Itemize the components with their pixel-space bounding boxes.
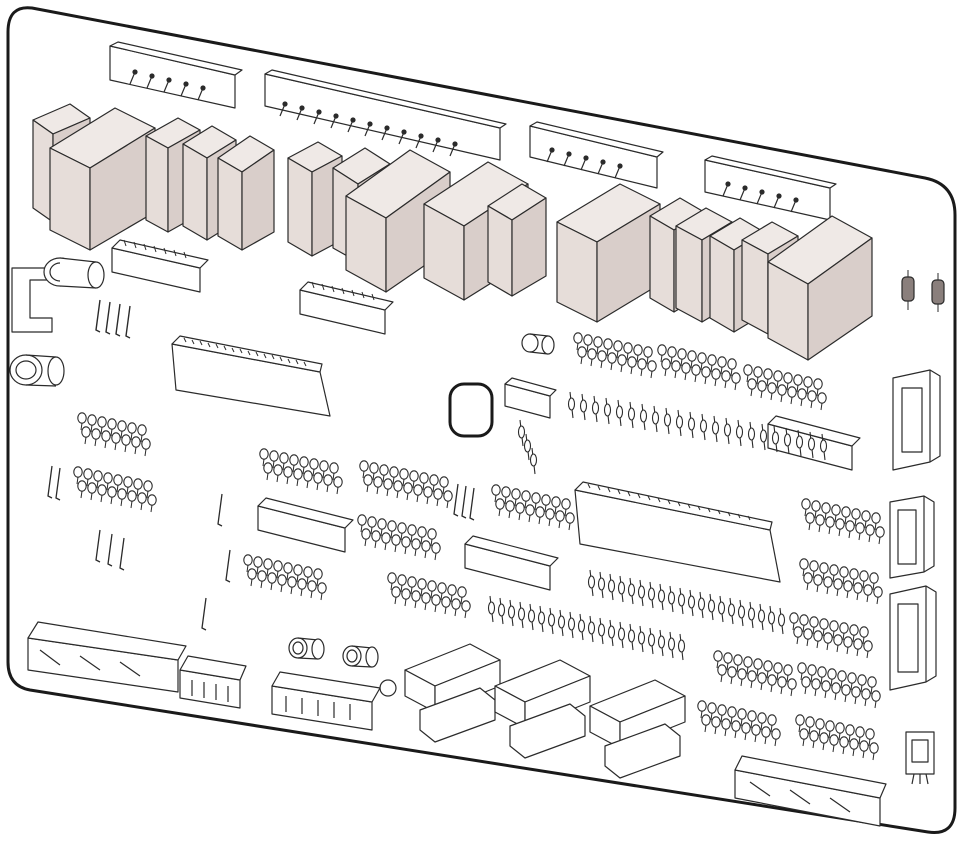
jumper-wire bbox=[453, 483, 459, 517]
heatsink-3 bbox=[589, 679, 686, 779]
heatsink-2 bbox=[494, 659, 591, 759]
relay bbox=[487, 183, 547, 297]
capacitor-small-3 bbox=[342, 645, 379, 668]
resistor-cluster bbox=[801, 498, 885, 545]
resistor-cluster bbox=[243, 554, 327, 601]
relay bbox=[217, 135, 275, 251]
ic-chip-3 bbox=[257, 497, 354, 553]
resistor-cluster bbox=[77, 412, 151, 457]
relay-group-left bbox=[32, 103, 275, 251]
resistor-cluster bbox=[387, 572, 471, 619]
resistor-cluster bbox=[259, 448, 343, 495]
resistor-cluster bbox=[713, 650, 797, 697]
resistor-cluster bbox=[697, 700, 781, 747]
mounting-hole bbox=[379, 679, 397, 697]
resistor-cluster bbox=[491, 484, 575, 531]
jumper-wire bbox=[225, 549, 231, 583]
side-connector-1 bbox=[892, 369, 941, 471]
ic-chip-2 bbox=[299, 281, 394, 335]
jumper-wires-left bbox=[95, 299, 131, 339]
relay-group-right bbox=[556, 183, 873, 361]
jumper-wire bbox=[119, 537, 125, 571]
relay bbox=[49, 107, 156, 251]
standing-components bbox=[47, 391, 828, 661]
crystal-pair bbox=[901, 270, 945, 312]
microcontroller-center bbox=[574, 481, 781, 583]
side-connector-2 bbox=[889, 495, 935, 579]
component-row bbox=[487, 595, 686, 661]
component-row bbox=[567, 391, 828, 461]
side-connector-3 bbox=[889, 585, 937, 691]
component-row bbox=[517, 419, 538, 475]
bottom-connector-2 bbox=[179, 655, 247, 709]
resistor-arrays bbox=[73, 332, 885, 761]
crystal-oscillator-outline bbox=[448, 382, 494, 438]
voltage-regulator bbox=[905, 731, 935, 785]
resistor-cluster bbox=[797, 662, 881, 709]
top-connector-4 bbox=[704, 155, 837, 221]
microcontroller-left bbox=[171, 335, 331, 417]
jumper-wire bbox=[201, 597, 207, 631]
jumper-wire bbox=[47, 465, 53, 499]
jumper-wire bbox=[217, 493, 223, 527]
resistor-cluster bbox=[743, 364, 827, 411]
resistor-cluster bbox=[357, 514, 441, 561]
capacitor-left-bottom bbox=[9, 354, 65, 387]
resistor-cluster bbox=[657, 344, 741, 391]
jumper-wire bbox=[461, 485, 467, 519]
resistor-cluster bbox=[573, 332, 657, 379]
jumper-wire bbox=[55, 467, 61, 501]
resistor-cluster bbox=[799, 558, 883, 605]
relay bbox=[556, 183, 661, 323]
top-connector-3 bbox=[529, 121, 664, 189]
capacitor-small-2 bbox=[288, 637, 325, 660]
jumper-wire bbox=[469, 487, 475, 521]
bottom-connector-4 bbox=[734, 755, 887, 827]
jumper-wire bbox=[95, 529, 101, 563]
jumper-wire bbox=[107, 533, 113, 567]
resistor-cluster bbox=[795, 714, 879, 761]
heatsink-1 bbox=[404, 643, 501, 743]
ic-chip-1 bbox=[111, 239, 209, 293]
ic-chip-6 bbox=[504, 377, 557, 419]
resistor-cluster bbox=[73, 466, 157, 513]
relay bbox=[767, 215, 873, 361]
capacitor-left-top bbox=[11, 257, 105, 333]
relay bbox=[345, 149, 451, 293]
capacitor-small-1 bbox=[521, 333, 555, 355]
bottom-connector-3 bbox=[271, 671, 381, 731]
resistor-cluster bbox=[359, 460, 453, 509]
resistor-cluster bbox=[789, 612, 873, 659]
component-row bbox=[587, 569, 786, 635]
top-connector-2 bbox=[264, 69, 507, 161]
top-connector-1 bbox=[109, 41, 243, 109]
relay-group-center bbox=[287, 141, 547, 301]
bottom-connector-1 bbox=[27, 621, 187, 693]
ic-chip-4 bbox=[464, 535, 559, 591]
